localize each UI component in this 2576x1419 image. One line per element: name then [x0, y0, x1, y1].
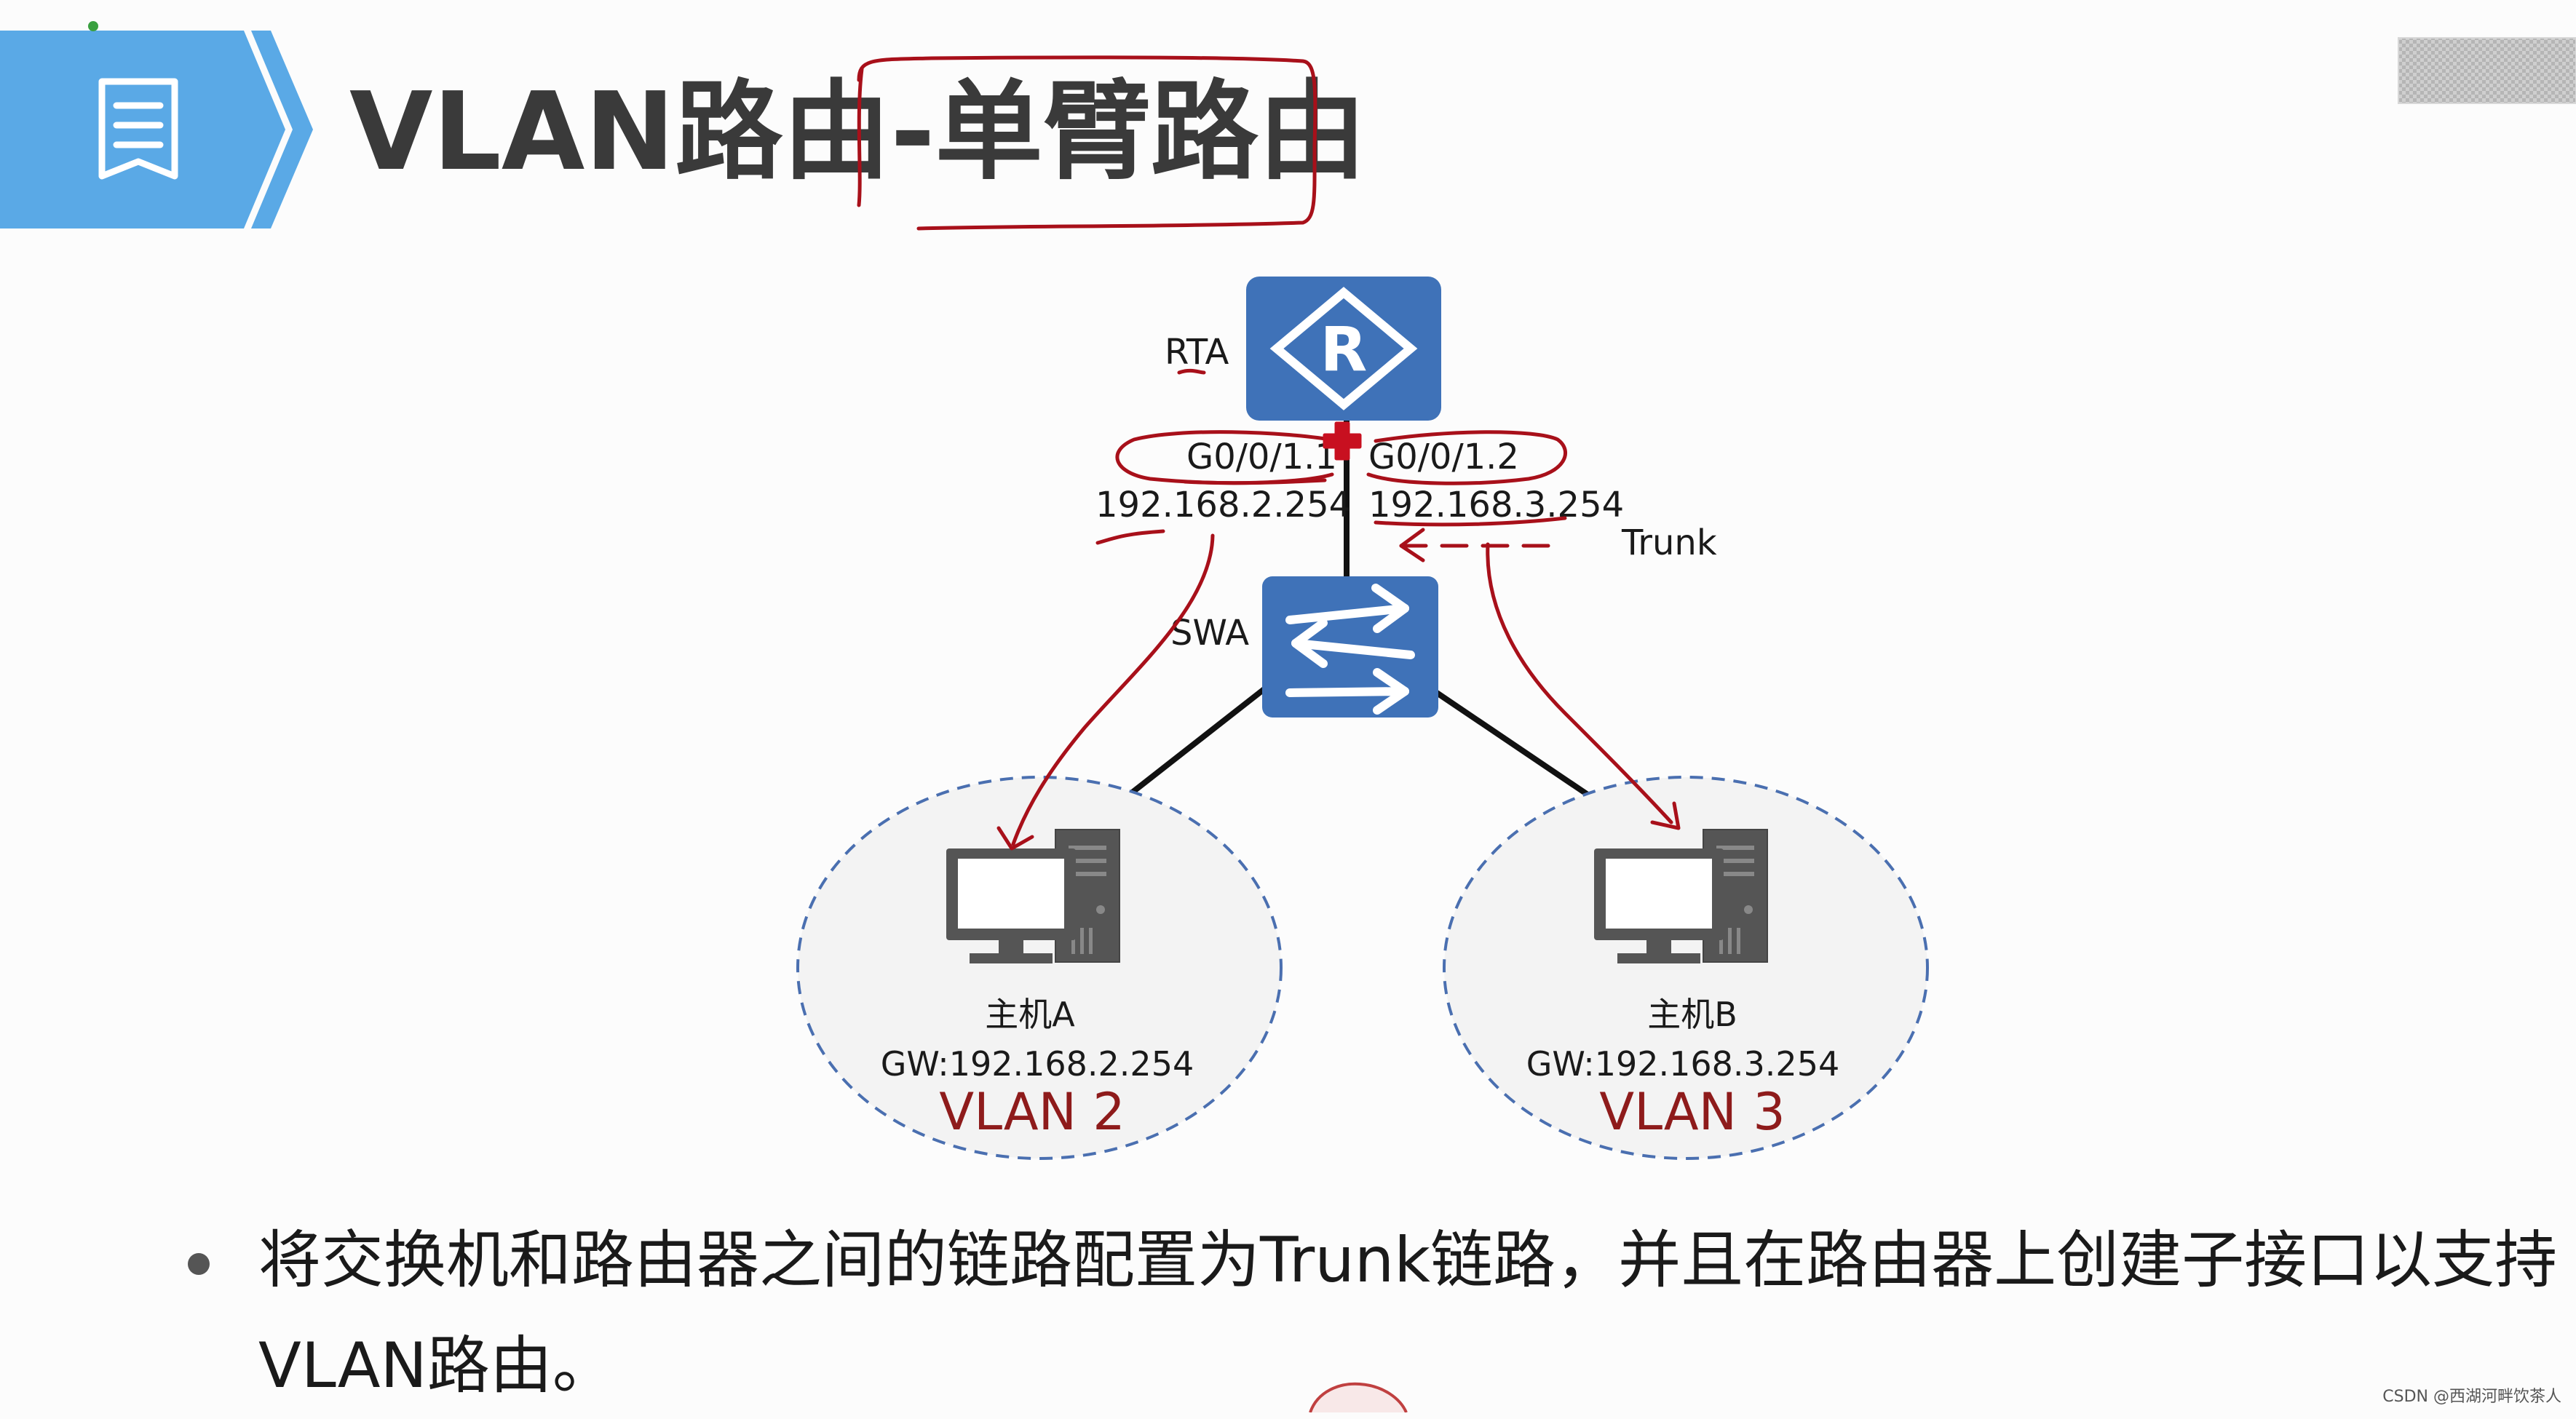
router-label: RTA [1165, 332, 1229, 373]
hand-annotations [996, 368, 1681, 851]
thumbnail-widget[interactable] [2398, 37, 2576, 104]
svg-text:VLAN路由-单臂路由: VLAN路由-单臂路由 [349, 69, 1366, 194]
router-glyph: R [1320, 314, 1368, 385]
subif-right-name: G0/0/1.2 [1368, 437, 1519, 477]
title-banner [0, 31, 313, 228]
host-b-vlan: VLAN 3 [1599, 1082, 1786, 1142]
corner-dot [88, 21, 98, 31]
host-b-pc-icon[interactable] [1594, 829, 1768, 963]
router-icon[interactable]: R [1246, 277, 1441, 421]
host-b-name: 主机B [1647, 995, 1737, 1034]
document-list-icon [98, 78, 178, 180]
trunk-label: Trunk [1621, 522, 1717, 563]
switch-label: SWA [1170, 613, 1249, 653]
host-a-name: 主机A [985, 995, 1075, 1034]
host-a-gateway: GW:192.168.2.254 [881, 1044, 1194, 1084]
title-annotation-box [857, 55, 1317, 231]
title-hyphen: - [890, 69, 935, 194]
vlan3-ellipse [1443, 776, 1929, 1160]
bullet-dot [188, 1253, 210, 1275]
vlan2-ellipse [796, 776, 1283, 1160]
host-b-gateway: GW:192.168.3.254 [1526, 1044, 1839, 1084]
switch-icon[interactable] [1262, 576, 1438, 718]
title-prefix: VLAN路由 [349, 69, 890, 194]
title-highlight: 单臂路由 [935, 69, 1366, 194]
bottom-red-mark [1309, 1382, 1408, 1412]
bullet-text: 将交换机和路由器之间的链路配置为Trunk链路，并且在路由器上创建子接口以支持V… [258, 1224, 2558, 1402]
subif-left-ip: 192.168.2.254 [1095, 485, 1351, 525]
watermark: CSDN @西湖河畔饮茶人 [2382, 1388, 2561, 1406]
host-a-pc-icon[interactable] [946, 829, 1120, 963]
bullet-list: 将交换机和路由器之间的链路配置为Trunk链路，并且在路由器上创建子接口以支持V… [182, 1208, 2569, 1419]
host-a-vlan: VLAN 2 [939, 1082, 1125, 1142]
subif-left-name: G0/0/1.1 [1186, 437, 1337, 477]
subif-right-ip: 192.168.3.254 [1368, 485, 1624, 525]
